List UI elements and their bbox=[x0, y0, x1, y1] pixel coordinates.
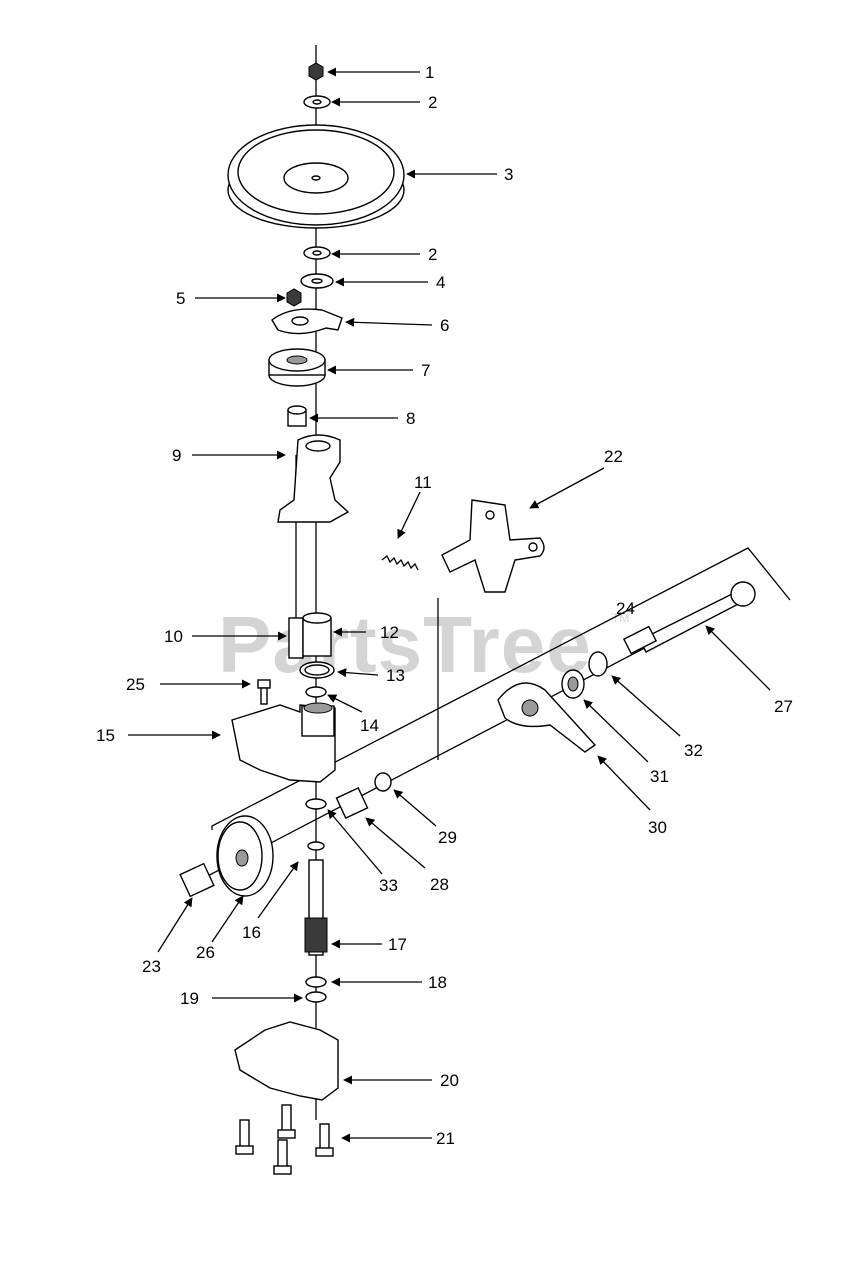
callout-27: 27 bbox=[774, 697, 793, 716]
callout-1: 1 bbox=[425, 63, 434, 82]
callout-24: 24 bbox=[616, 599, 635, 618]
callout-20: 20 bbox=[440, 1071, 459, 1090]
callout-22: 22 bbox=[604, 447, 623, 466]
part-8-bushing bbox=[287, 405, 307, 427]
part-23-bushing bbox=[179, 862, 215, 898]
part-17-worm-shaft bbox=[304, 859, 328, 956]
part-15-housing bbox=[231, 702, 336, 783]
callout-15: 15 bbox=[96, 726, 115, 745]
part-14-clip bbox=[305, 686, 327, 698]
callout-17: 17 bbox=[388, 935, 407, 954]
callout-28: 28 bbox=[430, 875, 449, 894]
callout-25: 25 bbox=[126, 675, 145, 694]
callout-19: 19 bbox=[180, 989, 199, 1008]
part-31-bushing bbox=[561, 669, 585, 699]
part-16-clip bbox=[307, 841, 325, 851]
part-29-ring bbox=[374, 772, 392, 792]
callout-2-top: 2 bbox=[428, 93, 437, 112]
part-25-screw bbox=[257, 679, 271, 705]
part-3-pulley bbox=[227, 124, 405, 229]
callout-18: 18 bbox=[428, 973, 447, 992]
part-12-sleeve bbox=[302, 612, 332, 657]
part-6-plate bbox=[271, 308, 343, 335]
part-19-washer bbox=[305, 991, 327, 1003]
callout-21: 21 bbox=[436, 1129, 455, 1148]
callout-7: 7 bbox=[421, 361, 430, 380]
part-28-bushing bbox=[335, 787, 369, 819]
part-13-ring bbox=[299, 661, 335, 679]
part-1-nut bbox=[308, 62, 324, 81]
callout-31: 31 bbox=[650, 767, 669, 786]
part-4-washer bbox=[300, 273, 334, 289]
callout-3: 3 bbox=[504, 165, 513, 184]
callout-6: 6 bbox=[440, 316, 449, 335]
callout-leaders bbox=[128, 67, 771, 1143]
part-21-bolts bbox=[235, 1104, 334, 1175]
callout-11: 11 bbox=[414, 473, 432, 492]
part-33-washer bbox=[305, 798, 327, 810]
callout-labels: 1 2 3 2 4 5 6 7 8 9 22 11 24 10 12 13 25… bbox=[96, 63, 793, 1148]
callout-4: 4 bbox=[436, 273, 445, 292]
part-10-pin bbox=[288, 617, 304, 659]
callout-5: 5 bbox=[176, 289, 185, 308]
part-5-nut bbox=[286, 288, 302, 307]
callout-8: 8 bbox=[406, 409, 415, 428]
callout-23: 23 bbox=[142, 957, 161, 976]
callout-32: 32 bbox=[684, 741, 703, 760]
part-2-washer-top bbox=[303, 95, 331, 109]
callout-26: 26 bbox=[196, 943, 215, 962]
callout-2-lower: 2 bbox=[428, 245, 437, 264]
part-20-housing bbox=[234, 1021, 339, 1101]
part-26-gear bbox=[216, 815, 274, 897]
callout-14: 14 bbox=[360, 716, 379, 735]
part-18-washer bbox=[305, 976, 327, 988]
callout-33: 33 bbox=[379, 876, 398, 895]
part-7-bearing bbox=[268, 348, 326, 387]
part-11-spring bbox=[381, 554, 419, 571]
part-30-lever bbox=[497, 682, 597, 753]
callout-12: 12 bbox=[380, 623, 399, 642]
callout-16: 16 bbox=[242, 923, 261, 942]
callout-9: 9 bbox=[172, 446, 181, 465]
watermark: PartsTree bbox=[218, 600, 592, 689]
part-2-washer-lower bbox=[303, 246, 331, 260]
part-22-bracket bbox=[441, 499, 545, 593]
callout-30: 30 bbox=[648, 818, 667, 837]
part-32-washer bbox=[588, 651, 608, 677]
part-9-bracket bbox=[277, 434, 350, 523]
callout-10: 10 bbox=[164, 627, 183, 646]
callout-13: 13 bbox=[386, 666, 405, 685]
callout-29: 29 bbox=[438, 828, 457, 847]
watermark-trademark: TM bbox=[612, 611, 629, 625]
part-27-shaft bbox=[622, 581, 756, 655]
